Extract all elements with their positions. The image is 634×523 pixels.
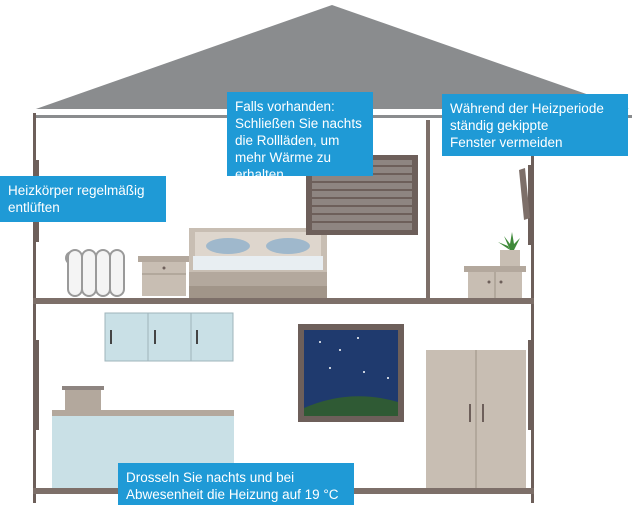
- callout-radiator-venting: Heizkörper regelmäßig entlüften: [0, 176, 166, 222]
- callout-close-shutters: Falls vorhanden: Schließen Sie nachts di…: [227, 92, 373, 182]
- wall-cabinets-icon: [104, 312, 234, 362]
- radiator-icon: [65, 249, 125, 297]
- roof: [33, 5, 632, 118]
- bed-icon: [189, 228, 327, 298]
- callout-tilted-windows: Während der Heizperiode ständig gekippte…: [442, 94, 628, 156]
- nightstand-left-icon: [138, 256, 190, 296]
- callout-reduce-heating: Drosseln Sie nachts und bei Abwesenheit …: [118, 463, 354, 505]
- wardrobe-icon: [426, 350, 526, 488]
- moon-window-icon: [298, 324, 404, 422]
- upper-floor: [33, 298, 534, 304]
- nightstand-right-icon: [464, 266, 526, 298]
- right-wall: [531, 113, 534, 503]
- upper-partition-wall: [426, 120, 430, 300]
- tilted-window-icon: [519, 165, 534, 245]
- plant-icon: [498, 232, 520, 266]
- left-wall: [33, 113, 36, 503]
